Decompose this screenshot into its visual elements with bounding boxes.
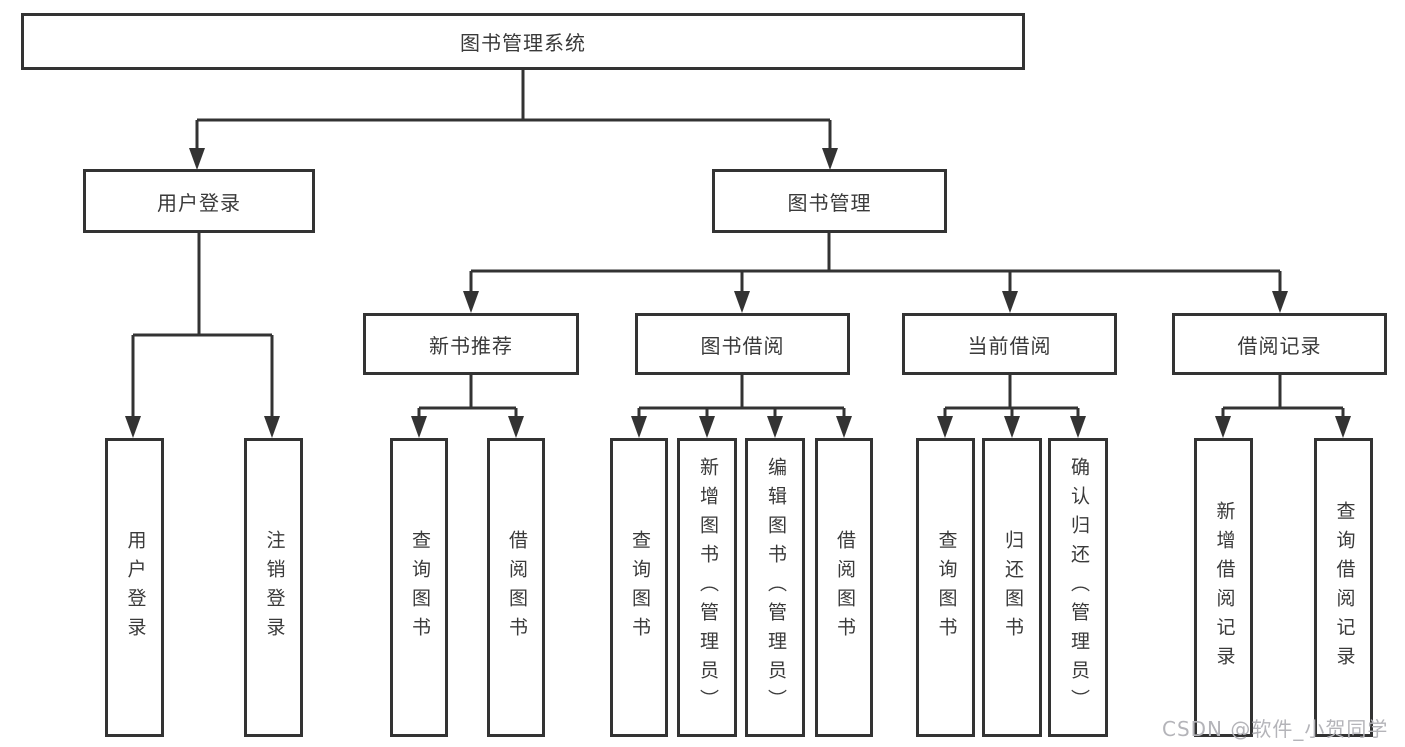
leaf-logout: 注销登录 xyxy=(244,438,303,737)
node-user-login-branch: 用户登录 xyxy=(83,169,315,233)
leaf-query-books-recommend: 查询图书 xyxy=(390,438,448,737)
leaf-confirm-return-admin: 确认归还（管理员） xyxy=(1048,438,1108,737)
node-book-management: 图书管理 xyxy=(712,169,947,233)
arrowheads xyxy=(125,148,1351,438)
tree-edges xyxy=(131,70,1345,419)
leaf-return-books: 归还图书 xyxy=(982,438,1042,737)
leaf-borrow-books-borrowing: 借阅图书 xyxy=(815,438,873,737)
leaf-edit-books-admin: 编辑图书（管理员） xyxy=(745,438,805,737)
node-current-borrowing: 当前借阅 xyxy=(902,313,1117,375)
leaf-query-books-current: 查询图书 xyxy=(916,438,975,737)
node-new-book-recommend: 新书推荐 xyxy=(363,313,579,375)
csdn-watermark: CSDN @软件_小贺同学 xyxy=(1162,717,1389,741)
leaf-user-login: 用户登录 xyxy=(105,438,164,737)
node-book-borrowing: 图书借阅 xyxy=(635,313,850,375)
leaf-query-books-borrowing: 查询图书 xyxy=(610,438,668,737)
leaf-borrow-books-recommend: 借阅图书 xyxy=(487,438,545,737)
node-root: 图书管理系统 xyxy=(21,13,1025,70)
node-borrow-records: 借阅记录 xyxy=(1172,313,1387,375)
leaf-query-borrow-record: 查询借阅记录 xyxy=(1314,438,1373,737)
leaf-add-books-admin: 新增图书（管理员） xyxy=(677,438,737,737)
leaf-add-borrow-record: 新增借阅记录 xyxy=(1194,438,1253,737)
